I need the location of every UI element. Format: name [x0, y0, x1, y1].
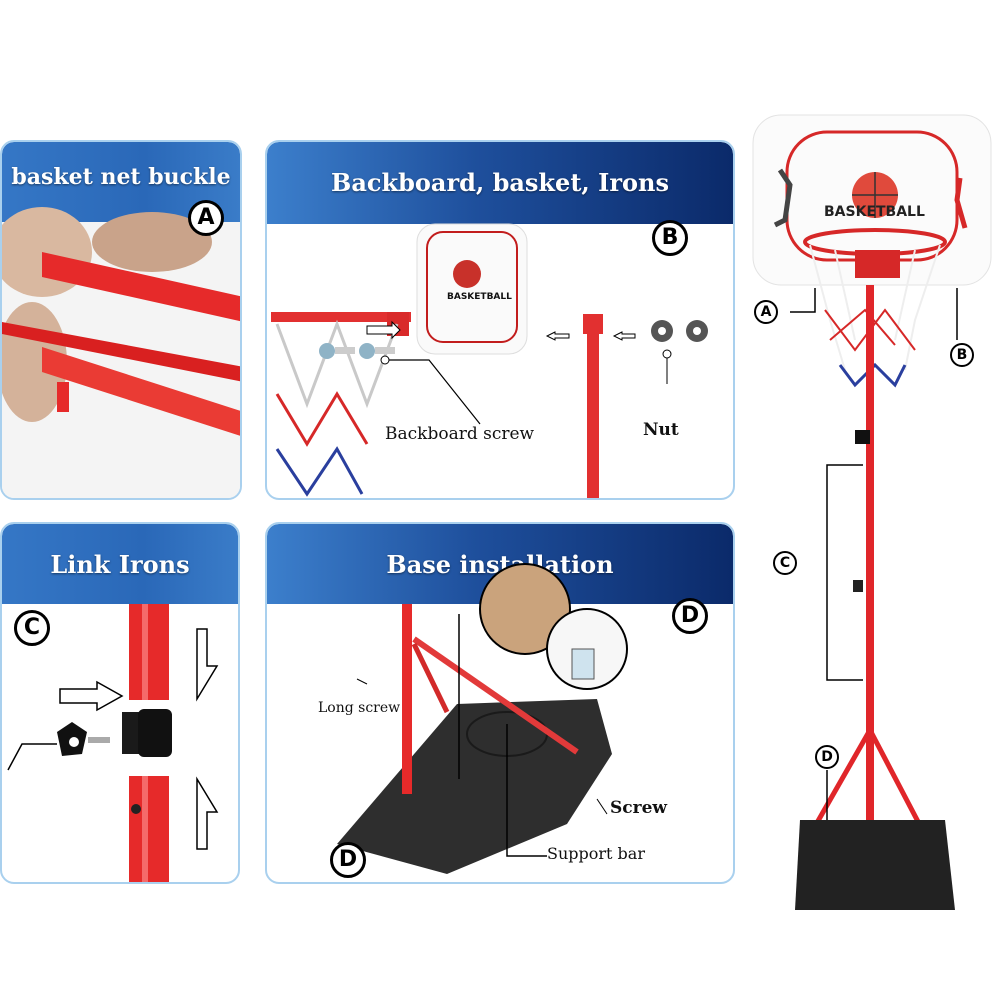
badge-c: C — [14, 610, 50, 646]
base-installation-diagram — [337, 563, 628, 874]
panel-c-header: Link Irons — [2, 524, 238, 604]
overview-callout-b: B — [950, 343, 974, 367]
label-screw: Screw — [610, 798, 668, 818]
label-nut: Nut — [643, 420, 679, 440]
overview-callout-c: C — [773, 551, 797, 575]
label-long-screw: Long screw — [318, 700, 401, 716]
badge-b: B — [652, 220, 688, 256]
panel-base-installation: Base installation Long screw Screw Suppo… — [265, 522, 735, 884]
label-support-bar: Support bar — [547, 844, 645, 863]
panel-b-header: Backboard, basket, Irons — [267, 142, 733, 224]
panel-b-title: Backboard, basket, Irons — [331, 168, 669, 197]
link-irons-diagram — [7, 604, 219, 882]
backboard-text-small: BASKETBALL — [447, 292, 512, 302]
overview-backboard-text: BASKETBALL — [824, 204, 925, 220]
overview-callout-d: D — [815, 745, 839, 769]
panel-c-title: Link Irons — [50, 550, 190, 579]
badge-a: A — [188, 200, 224, 236]
panel-a-title: basket net buckle — [11, 164, 231, 190]
basketball-hoop-overview — [752, 114, 992, 910]
panel-basket-net-buckle: basket net buckle A — [0, 140, 242, 500]
panel-backboard-basket-irons: Backboard, basket, Irons — [265, 140, 735, 500]
badge-d-top: D — [672, 598, 708, 634]
backboard-assembly-diagram — [271, 223, 708, 498]
overview-callout-a: A — [754, 300, 778, 324]
panel-link-irons: Link Irons C — [0, 522, 240, 884]
badge-d-bottom: D — [330, 842, 366, 878]
label-backboard-screw: Backboard screw — [385, 424, 535, 444]
net-buckle-photo — [2, 207, 240, 498]
